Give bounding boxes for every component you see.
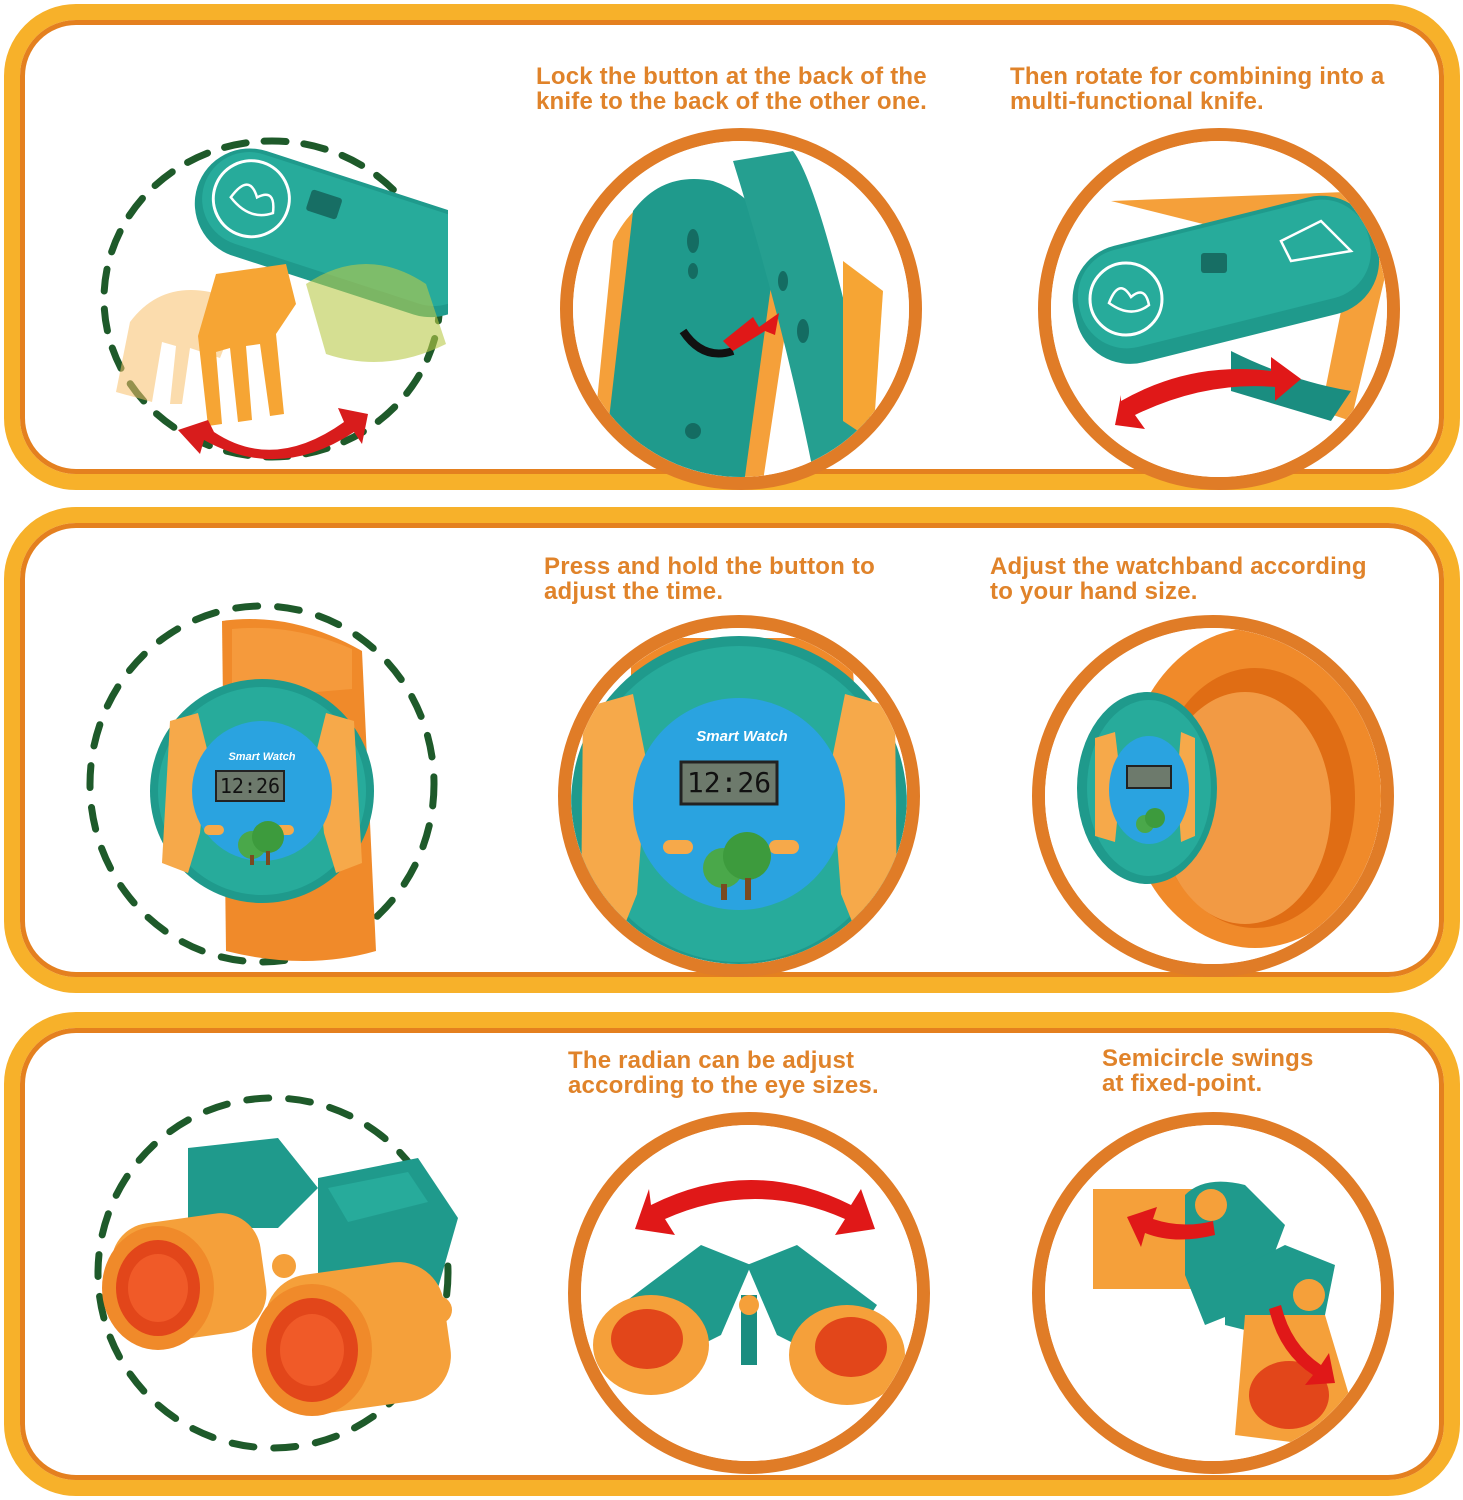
watch-brand-label: Smart Watch bbox=[228, 751, 296, 763]
binoculars-step2-caption: Semicircle swings at fixed-point. bbox=[1102, 1045, 1314, 1097]
knife-rotate-detail-image bbox=[1038, 128, 1400, 490]
knife-instructions-panel: Lock the button at the back of the knife… bbox=[4, 4, 1460, 490]
binoculars-radian-detail-image bbox=[568, 1112, 930, 1474]
watch-time-display: 12:26 bbox=[219, 774, 281, 798]
knife-lock-detail-image bbox=[560, 128, 922, 490]
knife-product-image bbox=[96, 134, 448, 464]
watch-detail-time-display: 12:26 bbox=[686, 766, 772, 799]
watchband-detail-image bbox=[1032, 615, 1394, 977]
binoculars-step1-caption: The radian can be adjust according to th… bbox=[568, 1047, 879, 1099]
binoculars-instructions-panel: The radian can be adjust according to th… bbox=[4, 1012, 1460, 1496]
binoculars-swing-detail-image bbox=[1032, 1112, 1394, 1474]
knife-step2-caption: Then rotate for combining into a multi-f… bbox=[1010, 63, 1385, 115]
watch-step2-caption: Adjust the watchband according to your h… bbox=[990, 553, 1367, 605]
binoculars-product-image bbox=[88, 1088, 458, 1458]
watch-step1-caption: Press and hold the button to adjust the … bbox=[544, 553, 875, 605]
knife-step1-caption: Lock the button at the back of the knife… bbox=[536, 63, 928, 115]
watch-detail-brand-label: Smart Watch bbox=[696, 728, 788, 745]
watch-button-detail-image: Smart Watch 12:26 bbox=[558, 615, 920, 977]
watch-instructions-panel: Press and hold the button to adjust the … bbox=[4, 507, 1460, 993]
watch-product-image: Smart Watch 12:26 bbox=[82, 601, 442, 967]
